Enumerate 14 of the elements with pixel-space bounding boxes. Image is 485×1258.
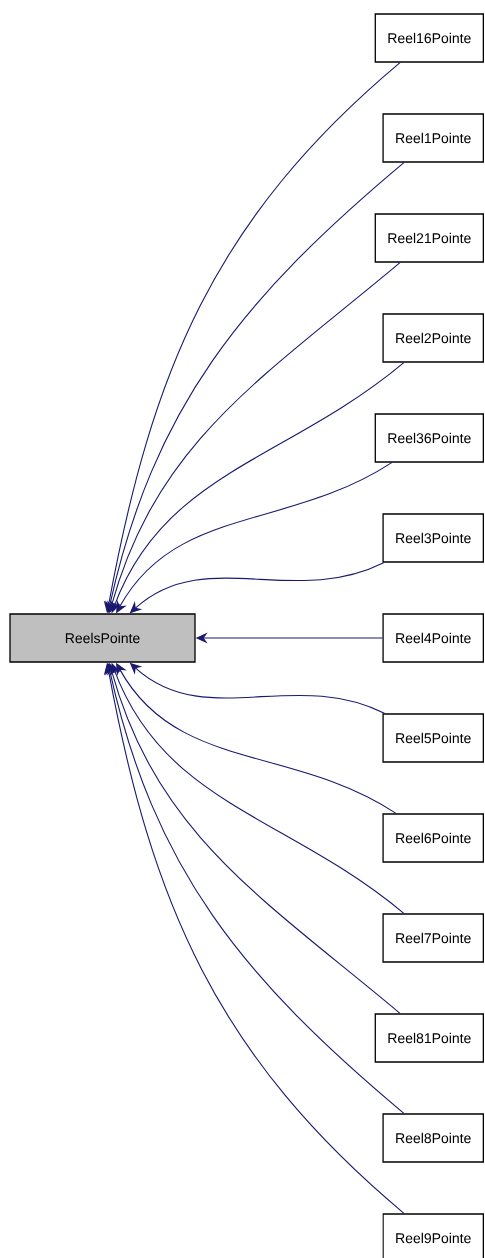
- class-box: Reel6Pointe: [382, 813, 484, 863]
- class-box: Reel7Pointe: [382, 913, 484, 963]
- class-box: Reel21Pointe: [374, 213, 484, 263]
- class-box: Reel8Pointe: [382, 1113, 484, 1163]
- class-box: Reel81Pointe: [374, 1013, 484, 1063]
- class-box: Reel5Pointe: [382, 713, 484, 763]
- class-box: Reel16Pointe: [374, 13, 484, 63]
- class-box: Reel9Pointe: [382, 1213, 484, 1258]
- base-class-box: ReelsPointe: [9, 613, 196, 663]
- class-box: Reel2Pointe: [382, 313, 484, 363]
- class-box: Reel4Pointe: [382, 613, 484, 663]
- class-box: Reel3Pointe: [382, 513, 484, 563]
- class-box: Reel1Pointe: [382, 113, 484, 163]
- class-box: Reel36Pointe: [374, 413, 484, 463]
